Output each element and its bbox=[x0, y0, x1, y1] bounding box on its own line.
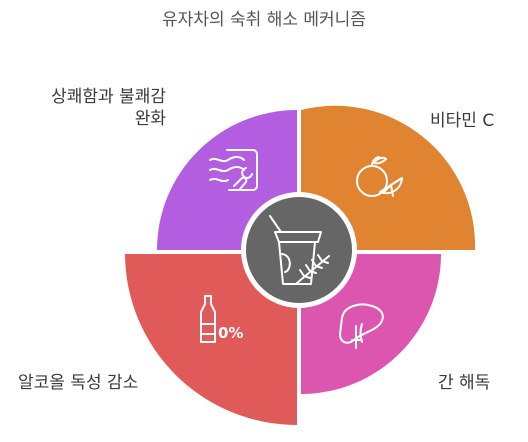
segment-bottom-left bbox=[125, 254, 297, 426]
center-circle bbox=[241, 192, 357, 308]
label-bottom-right: 간 해독 bbox=[438, 373, 491, 393]
tea-cup-with-herb-icon bbox=[269, 215, 330, 285]
label-top-left-line-2: 완화 bbox=[134, 109, 166, 129]
label-top-left: 상쾌함과 불쾌감 완화 bbox=[51, 86, 166, 130]
liver-icon bbox=[339, 303, 384, 349]
label-top-left-line-1: 상쾌함과 불쾌감 bbox=[51, 87, 166, 107]
refresh-wind-hand-icon bbox=[209, 149, 258, 191]
segment-top-right bbox=[301, 105, 476, 250]
label-top-right: 비타민 C bbox=[430, 111, 495, 131]
bottle-zero-percent-icon: 0% bbox=[200, 295, 243, 343]
citrus-fruit-icon bbox=[356, 156, 403, 197]
icon-zero-percent-text: 0% bbox=[218, 324, 243, 342]
diagram-title: 유자차의 숙취 해소 메커니즘 bbox=[162, 10, 366, 30]
label-bottom-left: 알코올 독성 감소 bbox=[18, 373, 139, 393]
